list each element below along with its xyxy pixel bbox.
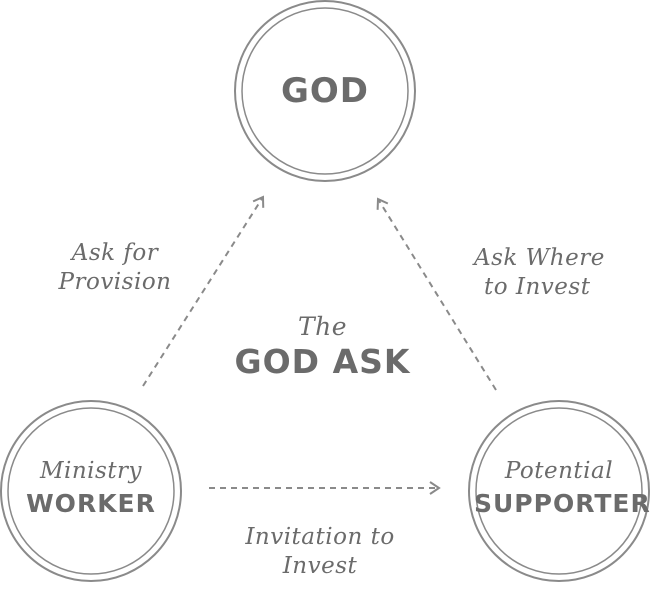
edge-label-ask-for-provision-line2: Provision [58, 269, 172, 295]
potential-supporter-italic-text: Potential [504, 458, 614, 484]
center-title: The GOD ASK [220, 314, 425, 378]
edge-label-invitation-line1: Invitation to [245, 524, 395, 550]
ministry-worker-italic-text: Ministry [39, 458, 143, 484]
god-node-text: GOD [280, 71, 370, 111]
ministry-worker-node-circle [0, 400, 182, 582]
center-title-italic: The [297, 312, 348, 341]
god-node-circle [234, 0, 416, 182]
potential-supporter-node-circle [468, 400, 650, 582]
arrow-worker-to-god [142, 195, 265, 387]
edge-label-invitation-line2: Invest [282, 553, 358, 579]
edge-label-ask-for-provision: Ask for Provision [40, 242, 190, 294]
potential-supporter-bold-text: SUPPORTER [474, 489, 650, 518]
god-node-label: GOD [245, 74, 405, 108]
potential-supporter-node-label: Potential SUPPORTER [474, 458, 650, 518]
arrow-supporter-to-god [376, 197, 497, 391]
center-title-bold: GOD ASK [234, 342, 411, 381]
edge-label-ask-for-provision-line1: Ask for [71, 240, 159, 266]
edge-label-ask-where-to-invest: Ask Where to Invest [474, 247, 624, 299]
edge-label-invitation-to-invest: Invitation to Invest [230, 526, 410, 578]
ministry-worker-bold-text: WORKER [26, 489, 156, 518]
edge-label-ask-where-line1: Ask Where [474, 245, 605, 271]
ministry-worker-node-label: Ministry WORKER [11, 458, 171, 518]
edge-label-ask-where-line2: to Invest [484, 274, 591, 300]
